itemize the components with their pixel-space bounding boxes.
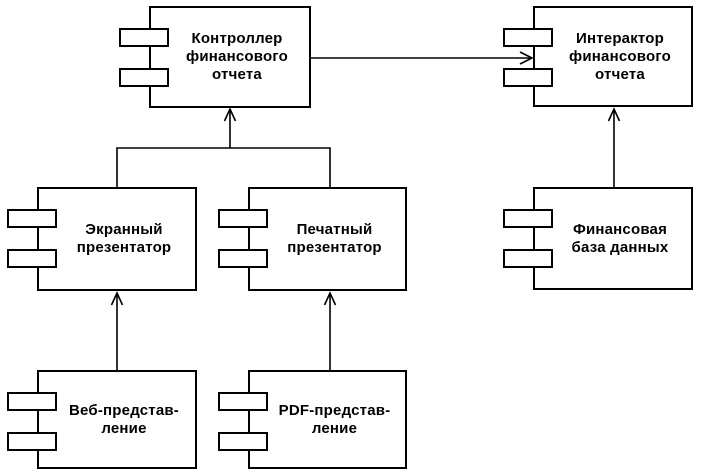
component-print-presenter: Печатный презентатор — [218, 187, 407, 291]
arrow-controller-to-interactor — [311, 51, 534, 65]
provided-interface-tab-icon — [119, 68, 169, 87]
arrow-webview-to-screenpresenter — [110, 291, 124, 370]
component-label: Экранный презентатор — [76, 221, 172, 256]
component-pdf-view: PDF-представ- ление — [218, 370, 407, 469]
component-web-view: Веб-представ- ление — [7, 370, 197, 469]
provided-interface-tab-icon — [7, 249, 57, 268]
provided-interface-tab-icon — [218, 432, 268, 451]
provided-interface-tab-icon — [218, 209, 268, 228]
arrow-presenters-to-controller — [116, 107, 331, 187]
provided-interface-tab-icon — [503, 28, 553, 47]
component-label: Финансовая база данных — [571, 220, 669, 256]
provided-interface-tab-icon — [7, 432, 57, 451]
provided-interface-tab-icon — [218, 392, 268, 411]
provided-interface-tab-icon — [503, 249, 553, 268]
component-report-interactor: Интерактор финансового отчета — [503, 6, 693, 107]
component-label: Интерактор финансового отчета — [569, 29, 671, 83]
component-label: PDF-представ- ление — [278, 401, 391, 437]
component-label: Веб-представ- ление — [69, 401, 179, 437]
provided-interface-tab-icon — [503, 68, 553, 87]
arrow-pdfview-to-printpresenter — [323, 291, 337, 370]
provided-interface-tab-icon — [7, 392, 57, 411]
component-report-controller: Контроллер финансового отчета — [119, 6, 311, 108]
provided-interface-tab-icon — [218, 249, 268, 268]
provided-interface-tab-icon — [503, 209, 553, 228]
component-label: Печатный презентатор — [287, 221, 382, 256]
component-label: Контроллер финансового отчета — [186, 30, 288, 83]
provided-interface-tab-icon — [119, 28, 169, 47]
arrow-database-to-interactor — [607, 107, 621, 187]
component-financial-database: Финансовая база данных — [503, 187, 693, 290]
provided-interface-tab-icon — [7, 209, 57, 228]
component-screen-presenter: Экранный презентатор — [7, 187, 197, 291]
